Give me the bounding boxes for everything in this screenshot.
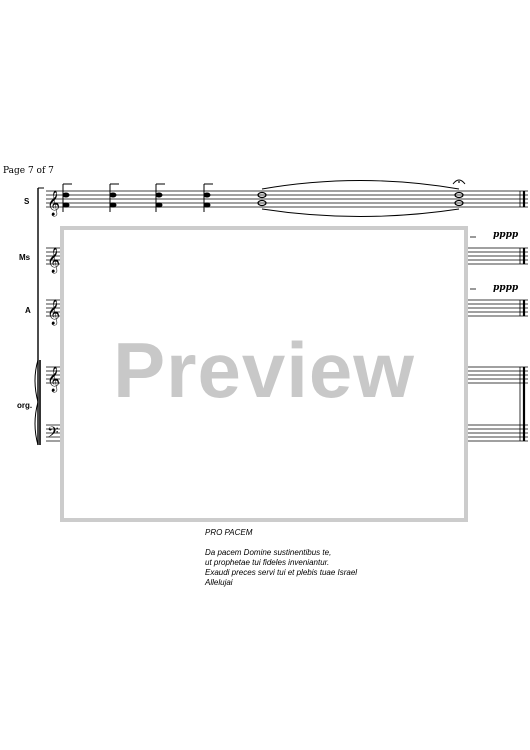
text-line: ut prophetae tui fideles inveniantur. <box>205 558 330 567</box>
preview-overlay: Preview <box>60 226 468 522</box>
soprano-label: S <box>24 197 30 206</box>
text-line: Allelujai <box>205 578 233 587</box>
lyrics-text-block: PRO PACEM Da pacem Domine sustinentibus … <box>205 528 357 588</box>
text-line: Exaudi preces servi tui et plebis tuae I… <box>205 568 358 577</box>
svg-text:𝄞: 𝄞 <box>47 190 60 216</box>
text-line: Da pacem Domine sustinentibus te, <box>205 548 332 557</box>
alto-label: A <box>25 306 31 315</box>
soprano-staff: 𝄞 <box>46 179 528 217</box>
svg-text:𝄞: 𝄞 <box>47 366 60 392</box>
text-title: PRO PACEM <box>205 528 253 537</box>
mezzo-label: Ms <box>19 253 31 262</box>
svg-text:𝄞: 𝄞 <box>47 247 60 273</box>
alto-dynamic: pppp <box>493 283 519 293</box>
preview-watermark: Preview <box>113 326 415 414</box>
svg-text:𝄢: 𝄢 <box>47 424 59 445</box>
svg-text:𝄞: 𝄞 <box>47 299 60 325</box>
mezzo-dynamic: pppp <box>493 230 519 240</box>
organ-label: org. <box>17 401 33 410</box>
page-number: Page 7 of 7 <box>3 166 54 176</box>
